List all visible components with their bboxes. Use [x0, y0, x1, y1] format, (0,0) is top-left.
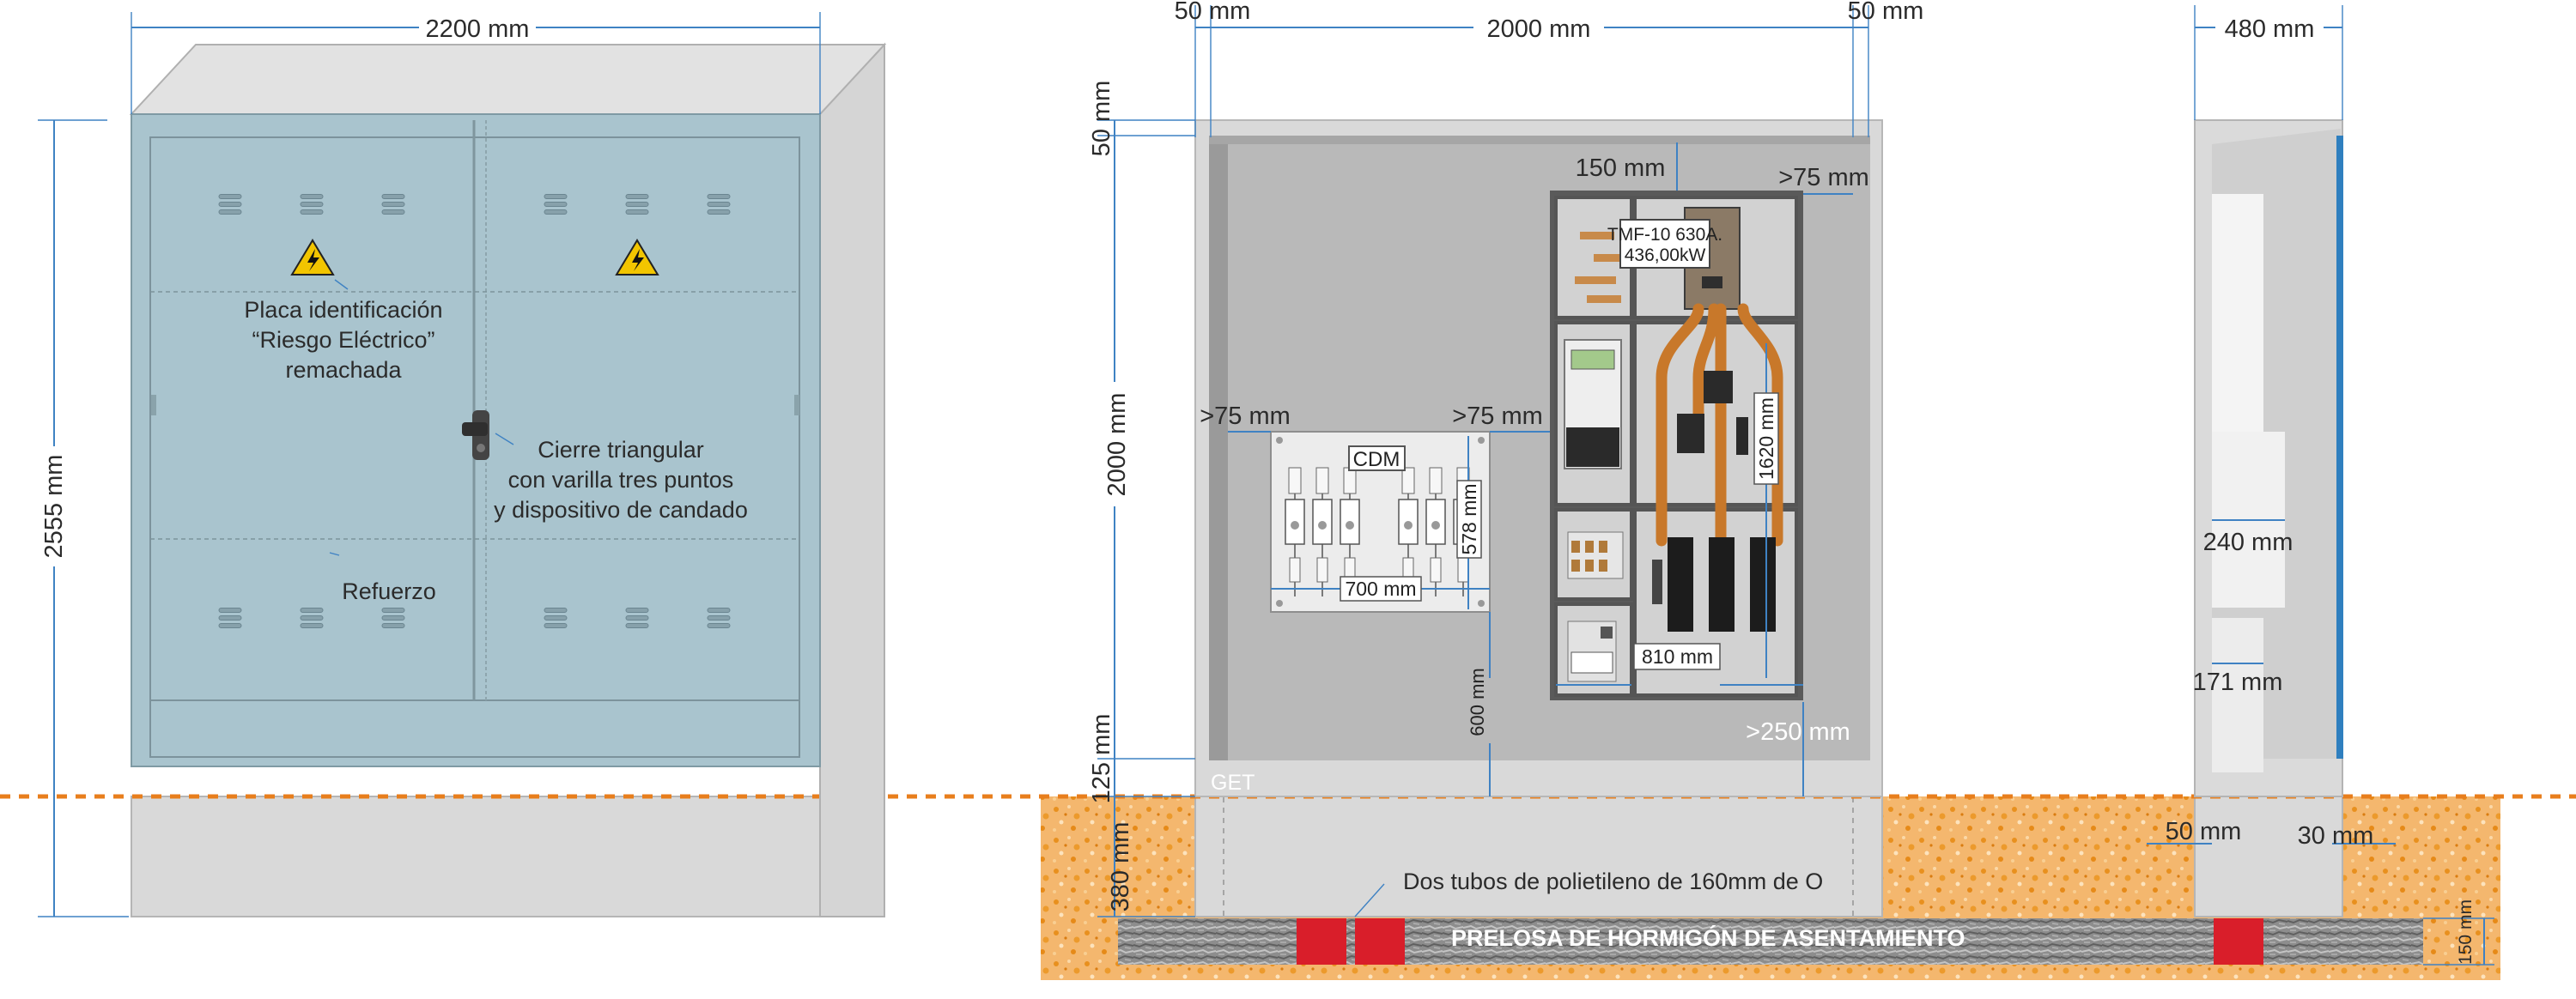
dim-side-wall-left: 50 mm: [2166, 818, 2242, 845]
dim-buried: 380 mm: [1107, 822, 1134, 912]
tube-section: [1355, 918, 1405, 965]
plate-label-line3: remachada: [285, 357, 402, 383]
dim-side-wall-right: 30 mm: [2298, 822, 2374, 850]
cdm-label: CDM: [1353, 448, 1400, 471]
brand-logo: GET: [148, 771, 191, 795]
dim-side-depth: 480 mm: [2225, 15, 2315, 43]
cabinet-side-face: [819, 42, 885, 917]
dim-side-inner-offset: 171 mm: [2193, 669, 2283, 696]
fuse-holder: [1425, 467, 1446, 596]
louver-vent: [218, 194, 242, 215]
louver-vent: [300, 608, 324, 628]
dim-module-width: 810 mm: [1642, 645, 1713, 668]
dim-right-gap: >75 mm: [1778, 164, 1869, 191]
louver-vent: [381, 608, 405, 628]
dim-cdm-width: 700 mm: [1345, 578, 1416, 600]
buried-base-side: [2194, 796, 2343, 917]
warning-sign: [290, 239, 335, 275]
dim-cdm-right-gap: >75 mm: [1452, 403, 1543, 430]
fuse-holder: [1285, 467, 1305, 596]
dim-front-width: 2200 mm: [426, 15, 530, 43]
ground: PRELOSA DE HORMIGÓN DE ASENTAMIENTO: [0, 766, 2576, 980]
main-module: TMF-10 630A. 436,00kW: [1550, 191, 1803, 700]
dim-side-inner-depth: 240 mm: [2203, 529, 2293, 556]
side-view: 480 mm 240 mm 171 mm 50 mm 30 mm 150 mm: [2147, 5, 2494, 966]
louver-vent: [218, 608, 242, 628]
interior-view: GET CDM: [1088, 0, 1923, 917]
dim-slab-thickness: 150 mm: [2456, 899, 2476, 965]
louver-vent: [707, 194, 731, 215]
cabinet-top-face: [129, 44, 887, 115]
brand-logo-interior: GET: [1211, 771, 1255, 795]
plate-label-line1: Placa identificación: [244, 297, 442, 323]
fuse-holder: [1312, 467, 1333, 596]
louver-vent: [625, 194, 649, 215]
dim-right-margin: 50 mm: [1848, 0, 1924, 25]
buried-base-interior: [1194, 796, 1883, 917]
fuse-holder: [1340, 467, 1360, 596]
dim-cdm-floor: 600 mm: [1467, 668, 1488, 736]
louver-vent: [544, 194, 568, 215]
breaker-label-line2: 436,00kW: [1625, 245, 1706, 265]
lock-label-line2: con varilla tres puntos: [508, 467, 734, 493]
front-view: Placa identificación “Riesgo Eléctrico” …: [38, 12, 887, 917]
breaker-label-line1: TMF-10 630A.: [1607, 225, 1722, 245]
dim-top-gap: 150 mm: [1576, 154, 1666, 182]
dim-inner-width: 2000 mm: [1487, 15, 1591, 43]
lock-label-line3: y dispositivo de candado: [494, 497, 748, 523]
side-door-edge: [2336, 136, 2343, 759]
dim-cdm-left-gap: >75 mm: [1200, 403, 1291, 430]
plate-label-line2: “Riesgo Eléctrico”: [252, 327, 434, 353]
tube-section: [2214, 918, 2263, 965]
dim-plinth: 125 mm: [1088, 714, 1115, 804]
reinforcement-label: Refuerzo: [342, 578, 436, 604]
dim-module-floor: >250 mm: [1746, 718, 1850, 746]
louver-vent: [300, 194, 324, 215]
tube-section: [1297, 918, 1346, 965]
dim-left-margin: 50 mm: [1175, 0, 1251, 25]
warning-sign: [615, 239, 659, 275]
louver-vent: [381, 194, 405, 215]
dim-top-margin: 50 mm: [1088, 81, 1115, 157]
under-cabinet-front: [131, 796, 821, 917]
louver-vent: [707, 608, 731, 628]
slab-label: PRELOSA DE HORMIGÓN DE ASENTAMIENTO: [1451, 924, 1965, 951]
tubes-label: Dos tubos de polietileno de 160mm de O: [1403, 869, 1823, 894]
lock-label-line1: Cierre triangular: [538, 437, 704, 463]
louver-vent: [625, 608, 649, 628]
dim-cdm-height: 578 mm: [1458, 483, 1480, 554]
louver-vent: [544, 608, 568, 628]
dim-front-height: 2555 mm: [40, 455, 68, 559]
triangular-lock: [462, 410, 489, 460]
dim-inner-height: 2000 mm: [1103, 393, 1131, 497]
dim-module-height: 1620 mm: [1755, 397, 1777, 480]
fuse-holder: [1398, 467, 1419, 596]
